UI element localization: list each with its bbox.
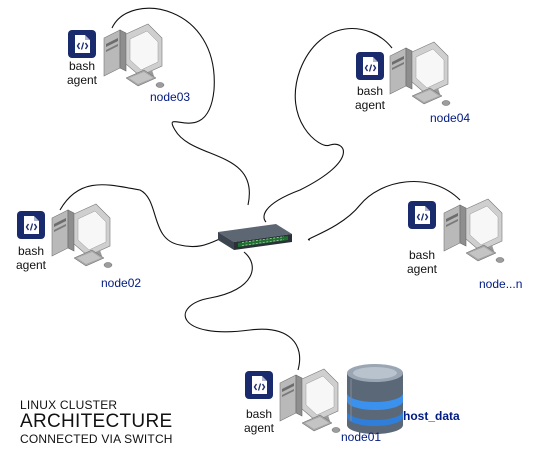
computer-icon <box>51 203 113 268</box>
code-file-icon <box>244 370 274 400</box>
code-file-icon <box>407 200 437 230</box>
code-file-icon <box>67 29 97 59</box>
network-switch-icon <box>217 223 293 251</box>
agent-label-noden: bash agent <box>402 248 442 276</box>
agent-label-line2: agent <box>406 262 438 276</box>
node-label-node02: node02 <box>101 276 142 290</box>
node-label-node03: node03 <box>150 90 191 104</box>
computer-icon <box>389 41 451 106</box>
cable-node01 <box>184 251 301 371</box>
code-file-icon <box>355 51 385 81</box>
agent-label-line2: agent <box>354 98 386 112</box>
node-label-node01: node01 <box>341 430 382 444</box>
agent-label-node02: bash agent <box>11 244 51 272</box>
agent-label-line1: bash <box>68 59 96 73</box>
title-line3: CONNECTED VIA SWITCH <box>20 432 173 446</box>
node-label-node04: node04 <box>430 111 471 125</box>
agent-label-line2: agent <box>15 258 47 272</box>
database-icon <box>346 363 404 435</box>
agent-label-node01: bash agent <box>239 407 279 435</box>
agent-label-line2: agent <box>243 421 275 435</box>
database-label: host_data <box>403 409 460 423</box>
cable-noden <box>307 180 461 241</box>
agent-label-line1: bash <box>356 84 384 98</box>
computer-icon <box>279 368 341 433</box>
computer-icon <box>103 23 165 88</box>
node-label-noden: node...n <box>479 277 523 291</box>
agent-label-node03: bash agent <box>62 59 102 87</box>
title-line2: ARCHITECTURE <box>20 411 173 432</box>
code-file-icon <box>16 210 46 240</box>
cable-node04 <box>263 28 393 223</box>
agent-label-node04: bash agent <box>350 84 390 112</box>
cable-node02 <box>59 184 223 248</box>
agent-label-line1: bash <box>17 244 45 258</box>
cable-node03 <box>111 7 250 206</box>
agent-label-line1: bash <box>408 248 436 262</box>
cables <box>59 7 461 371</box>
agent-label-line1: bash <box>245 407 273 421</box>
agent-label-line2: agent <box>66 73 98 87</box>
computer-icon <box>443 198 505 263</box>
title-line1: LINUX CLUSTER <box>20 398 118 412</box>
